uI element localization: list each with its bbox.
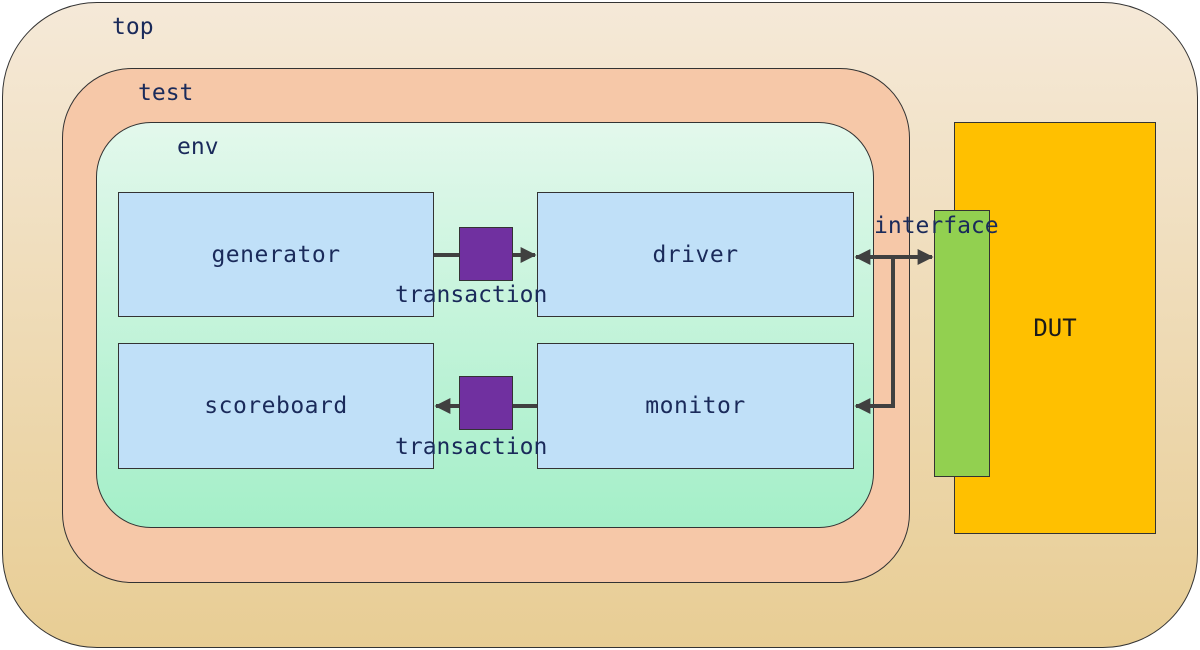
interface-block [934,210,990,477]
generator-label: generator [211,241,341,268]
interface-label: interface [874,213,999,239]
transaction-upper-label: transaction [395,282,548,308]
scoreboard-block: scoreboard [118,343,434,469]
transaction-lower-label: transaction [395,434,548,460]
driver-block: driver [537,192,854,317]
test-label: test [138,80,194,106]
driver-label: driver [652,241,739,268]
interface-to-monitor-arrow [854,257,895,414]
top-label: top [112,14,154,40]
monitor-block: monitor [537,343,854,469]
scoreboard-label: scoreboard [204,393,348,419]
transaction-lower-box [459,376,513,430]
env-label: env [177,134,219,160]
dut-label: DUT [1033,314,1077,342]
transaction-upper-box [459,227,513,281]
generator-block: generator [118,192,434,317]
monitor-label: monitor [645,393,746,419]
